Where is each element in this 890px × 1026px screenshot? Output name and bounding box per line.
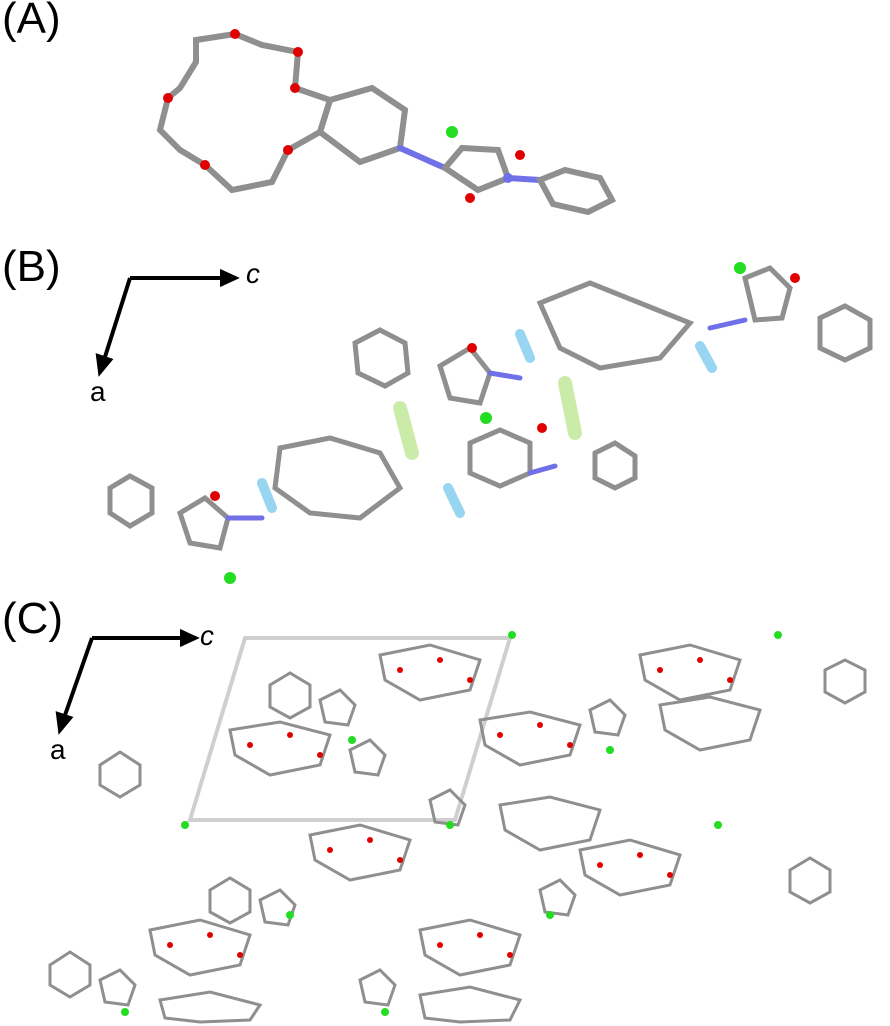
panel-a-label: (A)	[2, 0, 61, 43]
hydrogen-bond-markers	[257, 329, 717, 518]
molecule-structure-a	[156, 29, 617, 216]
crown-ether-ring	[156, 30, 334, 194]
panel-b: (B)	[0, 242, 890, 598]
axis-c-label: c	[200, 620, 214, 651]
axis-arrows	[95, 268, 240, 377]
axis-arrows	[55, 628, 200, 735]
benzo-ring	[316, 84, 409, 166]
nitrogen-atom	[503, 173, 513, 183]
pi-stack-markers	[393, 376, 582, 460]
oxygen-atom	[293, 47, 303, 57]
oxygen-atom	[230, 29, 240, 39]
axis-c-label: c	[246, 258, 260, 289]
chlorine-atom	[446, 126, 458, 138]
oxygen-atom	[290, 83, 300, 93]
oxygen-atom	[515, 150, 525, 160]
oxygen-atom	[465, 193, 475, 203]
crystal-packing-c	[48, 628, 867, 1024]
oxygen-atom	[283, 145, 293, 155]
panel-c-label: (C)	[2, 594, 64, 643]
maleimide-ring	[440, 144, 512, 194]
unit-cell-outline	[187, 636, 513, 822]
panel-a: (A)	[0, 0, 890, 240]
panel-b-label: (B)	[2, 242, 61, 291]
axis-a-label: a	[90, 376, 106, 407]
axis-a-label: a	[50, 734, 66, 765]
oxygen-atom	[200, 160, 210, 170]
crystal-packing-b	[95, 262, 873, 584]
oxygen-atom	[163, 93, 173, 103]
panel-c: (C)	[0, 594, 890, 1026]
phenyl-ring	[535, 166, 617, 216]
